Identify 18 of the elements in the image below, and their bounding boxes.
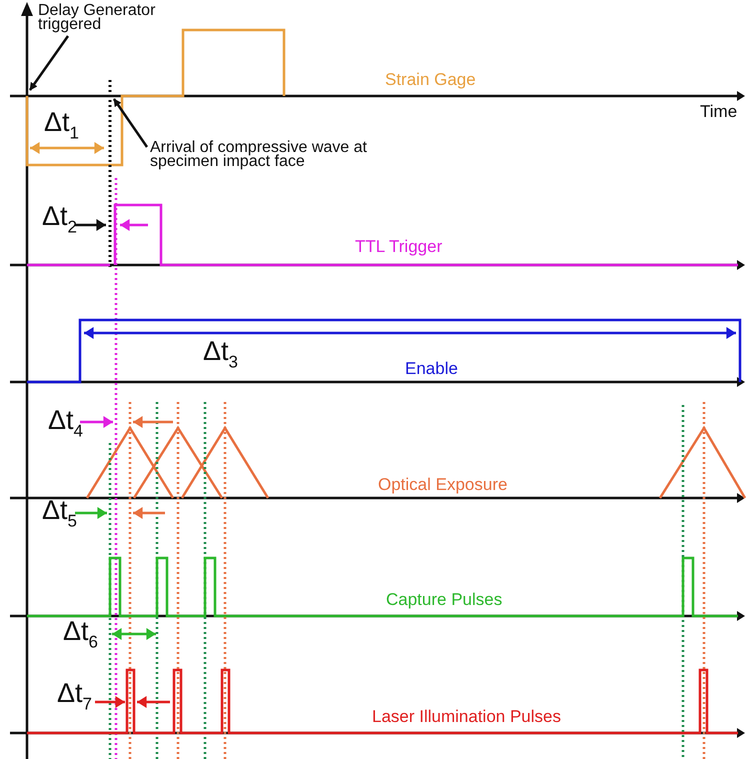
- leader-line: [28, 35, 70, 91]
- time-interval-label: Δt$_{1}$: [44, 109, 80, 142]
- time-interval-label: Δt$_{3}$: [203, 338, 238, 371]
- signal-label: Capture Pulses: [386, 591, 502, 608]
- axis-label: Time: [700, 103, 738, 120]
- signal-label: Strain Gage: [385, 71, 476, 88]
- time-interval-label: Δt$_{6}$: [63, 618, 98, 651]
- time-interval-label: Δt$_{2}$: [42, 203, 78, 236]
- time-interval-label: Δt$_{4}$: [48, 407, 84, 440]
- time-interval-label: Δt$_{5}$: [42, 497, 78, 530]
- signal-label: Laser Illumination Pulses: [372, 708, 561, 725]
- time-interval-label: Δt$_{7}$: [57, 680, 92, 713]
- annotation-text: Arrival of compressive wave at specimen impact face: [150, 141, 368, 170]
- signal-label: TTL Trigger: [355, 238, 442, 255]
- signal-label: Optical Exposure: [378, 476, 508, 493]
- leader-line: [112, 98, 148, 148]
- signal-label: Enable: [405, 360, 458, 377]
- annotation-text: Delay Generator triggered: [38, 4, 156, 33]
